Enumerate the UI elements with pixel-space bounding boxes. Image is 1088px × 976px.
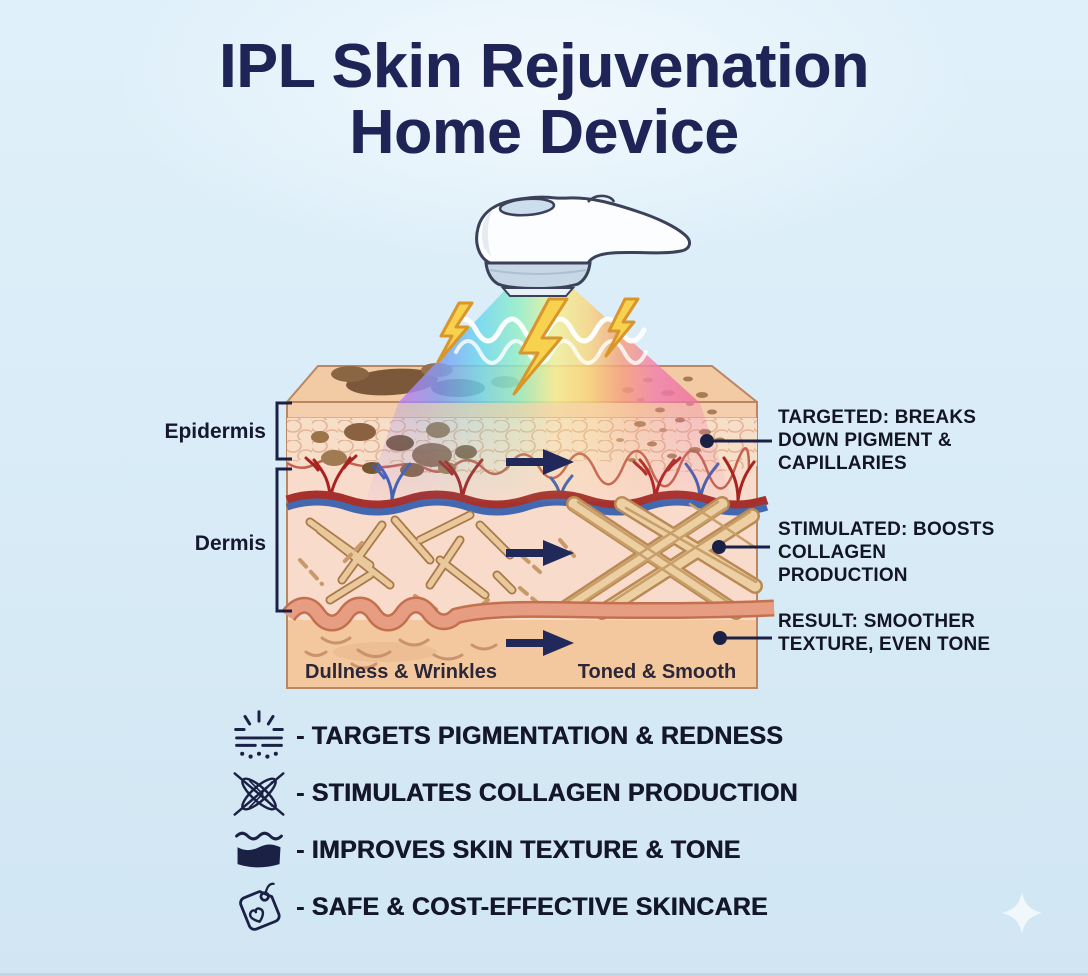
sparkle-icon [1002, 892, 1042, 934]
callout-leader-lines [700, 434, 772, 645]
benefit-row-texture: - IMPROVES SKIN TEXTURE & TONE [222, 822, 798, 879]
collagen-strong [554, 496, 763, 620]
benefit-row-collagen: - STIMULATES COLLAGEN PRODUCTION [222, 765, 798, 822]
state-label-after: Toned & Smooth [577, 661, 737, 683]
ipl-device-illustration [475, 194, 691, 297]
state-label-before: Dullness & Wrinkles [305, 661, 497, 683]
page-title: IPL Skin Rejuvenation Home Device [0, 34, 1088, 166]
price-tag-heart-icon [222, 880, 296, 936]
collagen-broken [298, 510, 576, 618]
layer-brackets [275, 401, 292, 613]
title-line-2: Home Device [349, 98, 739, 167]
smooth-skin-layer-icon [222, 823, 296, 879]
callout-targeted: TARGETED: BREAKS DOWN PIGMENT & CAPILLAR… [778, 407, 977, 474]
wrinkle-lines [304, 636, 498, 670]
bottom-edge-line [0, 973, 1088, 976]
transformation-arrows [506, 449, 574, 656]
layer-label-epidermis: Epidermis [164, 420, 266, 443]
benefit-row-pigmentation: - TARGETS PIGMENTATION & REDNESS [222, 708, 798, 765]
callout-result: RESULT: SMOOTHER TEXTURE, EVEN TONE [778, 611, 991, 655]
skin-cross-section [281, 363, 775, 689]
benefit-label: - TARGETS PIGMENTATION & REDNESS [296, 722, 783, 750]
layer-label-dermis: Dermis [194, 532, 266, 555]
light-rays-on-skin-icon [222, 709, 296, 765]
benefit-label: - IMPROVES SKIN TEXTURE & TONE [296, 836, 741, 864]
benefit-label: - SAFE & COST-EFFECTIVE SKINCARE [296, 893, 768, 921]
skin-bottom-band [281, 596, 775, 632]
callout-stimulated: STIMULATED: BOOSTS COLLAGEN PRODUCTION [778, 519, 995, 586]
benefit-label: - STIMULATES COLLAGEN PRODUCTION [296, 779, 798, 807]
benefit-row-cost: - SAFE & COST-EFFECTIVE SKINCARE [222, 879, 798, 936]
title-line-1: IPL Skin Rejuvenation [218, 32, 869, 101]
collagen-fibers-icon [222, 766, 296, 822]
lightning-bolt-icons [436, 297, 640, 396]
benefits-list: - TARGETS PIGMENTATION & REDNESS [222, 708, 798, 936]
